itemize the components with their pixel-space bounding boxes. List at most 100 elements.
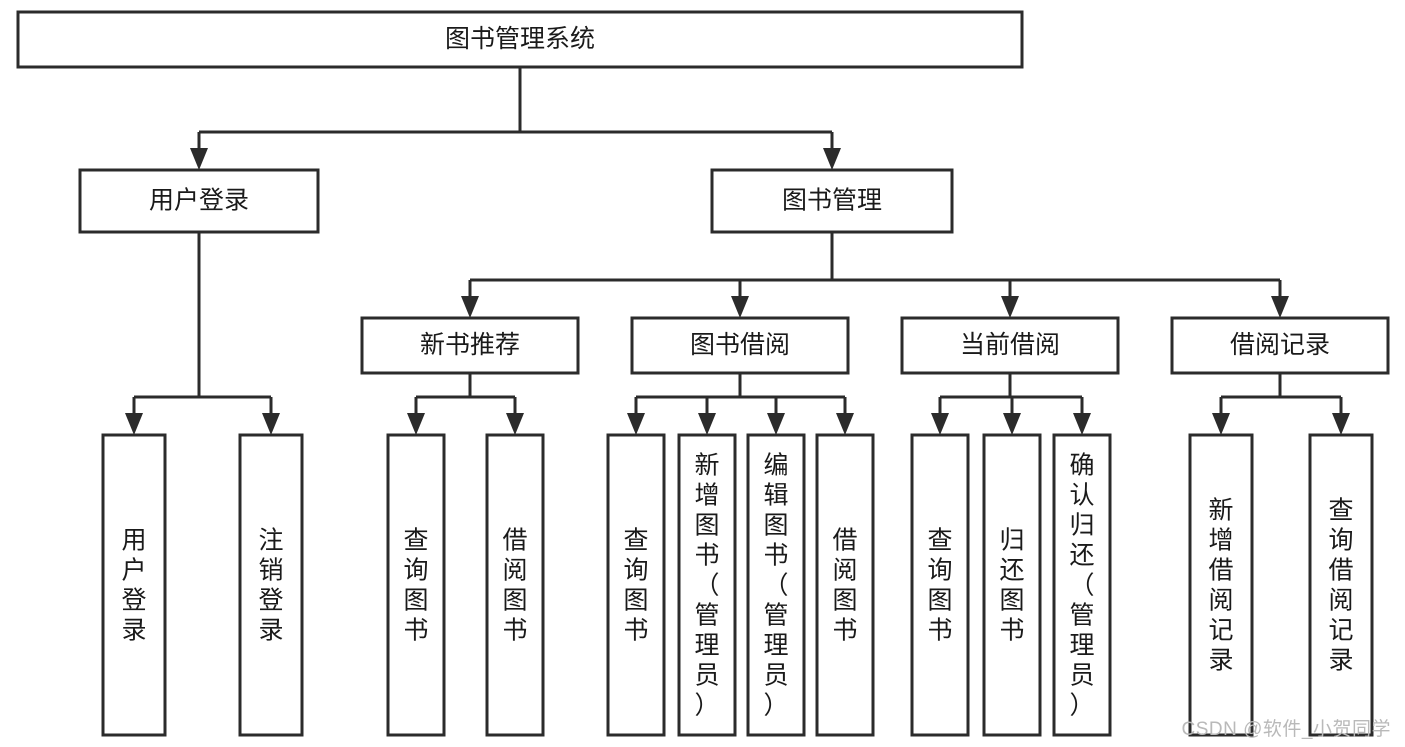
node-label-char: 借 bbox=[1208, 556, 1233, 584]
node-label-char: 还 bbox=[999, 556, 1024, 584]
node-label-char: 查 bbox=[927, 526, 952, 554]
node-label-char: ） bbox=[694, 691, 719, 719]
node-label-char: 注 bbox=[258, 526, 283, 554]
node-label-char: 图 bbox=[502, 586, 527, 614]
node-leaf-query-book-2[interactable]: 查询图书查询图书 bbox=[606, 433, 666, 737]
node-label-char: 销 bbox=[258, 556, 283, 584]
node-box bbox=[746, 433, 806, 737]
node-label-char: 借 bbox=[1328, 556, 1353, 584]
node-label-char: 户 bbox=[121, 556, 146, 584]
node-leaf-query-book-1[interactable]: 查询图书查询图书 bbox=[386, 433, 446, 737]
node-label-char: 增 bbox=[1208, 526, 1233, 554]
node-label-char: 书 bbox=[403, 616, 428, 644]
node-label-char: ） bbox=[1069, 691, 1094, 719]
node-label-char: 查 bbox=[623, 526, 648, 554]
node-label-char: 用 bbox=[121, 526, 146, 554]
node-box bbox=[1308, 433, 1374, 737]
node-label-char: 记 bbox=[1208, 616, 1233, 644]
node-label-char: 确 bbox=[1069, 451, 1094, 479]
node-leaf-user-login[interactable]: 用户登录用户登录 bbox=[101, 433, 167, 737]
node-label-char: 书 bbox=[832, 616, 857, 644]
node-label-char: 书 bbox=[502, 616, 527, 644]
node-label-char: 员 bbox=[694, 661, 719, 689]
node-l2-book-manage[interactable]: 图书管理 bbox=[710, 168, 954, 234]
node-leaf-return-book[interactable]: 归还图书归还图书 bbox=[982, 433, 1042, 737]
node-label-char: （ bbox=[763, 571, 788, 599]
node-label-char: 新 bbox=[694, 451, 719, 479]
node-label: 借阅记录 bbox=[1230, 331, 1330, 359]
node-box bbox=[1052, 433, 1112, 737]
node-label-char: （ bbox=[1069, 571, 1094, 599]
node-box bbox=[1170, 316, 1390, 375]
node-label-char: 询 bbox=[623, 556, 648, 584]
node-label-char: 图 bbox=[403, 586, 428, 614]
node-leaf-logout[interactable]: 注销登录注销登录 bbox=[238, 433, 304, 737]
node-label-char: 理 bbox=[1069, 631, 1094, 659]
node-label-char: 录 bbox=[1328, 646, 1353, 674]
node-label-char: 查 bbox=[403, 526, 428, 554]
node-leaf-query-book-3[interactable]: 查询图书查询图书 bbox=[910, 433, 970, 737]
node-label-char: 录 bbox=[1208, 646, 1233, 674]
node-root[interactable]: 图书管理系统 bbox=[16, 10, 1024, 69]
node-box bbox=[982, 433, 1042, 737]
node-label-char: 阅 bbox=[1208, 586, 1233, 614]
node-box bbox=[386, 433, 446, 737]
node-label: 当前借阅 bbox=[960, 331, 1060, 359]
node-label-char: 询 bbox=[403, 556, 428, 584]
node-leaf-borrow-book-2[interactable]: 借阅图书借阅图书 bbox=[815, 433, 875, 737]
node-label-char: 图 bbox=[999, 586, 1024, 614]
node-box bbox=[710, 168, 954, 234]
node-label-char: 录 bbox=[121, 616, 146, 644]
node-label-char: （ bbox=[694, 571, 719, 599]
node-label: 图书管理系统 bbox=[445, 25, 595, 53]
node-label-char: 阅 bbox=[502, 556, 527, 584]
node-label: 图书管理 bbox=[782, 187, 882, 215]
node-label-char: 图 bbox=[763, 511, 788, 539]
node-label-char: 图 bbox=[694, 511, 719, 539]
node-leaf-query-record[interactable]: 查询借阅记录查询借阅记录 bbox=[1308, 433, 1374, 737]
node-l3-new-book-rec[interactable]: 新书推荐 bbox=[360, 316, 580, 375]
node-box bbox=[485, 433, 545, 737]
node-label-char: 辑 bbox=[763, 481, 788, 509]
node-label-char: 询 bbox=[1328, 526, 1353, 554]
node-label-char: 员 bbox=[1069, 661, 1094, 689]
node-label-char: 管 bbox=[763, 601, 788, 629]
node-label-char: 归 bbox=[1069, 511, 1094, 539]
node-box bbox=[1188, 433, 1254, 737]
node-label-char: 登 bbox=[121, 586, 146, 614]
node-label: 用户登录 bbox=[149, 187, 249, 215]
node-box bbox=[101, 433, 167, 737]
node-label-char: 阅 bbox=[832, 556, 857, 584]
node-label-char: 书 bbox=[694, 541, 719, 569]
node-label-char: 书 bbox=[763, 541, 788, 569]
node-label-char: 查 bbox=[1328, 496, 1353, 524]
node-leaf-add-record[interactable]: 新增借阅记录新增借阅记录 bbox=[1188, 433, 1254, 737]
node-label-char: 阅 bbox=[1328, 586, 1353, 614]
node-layer: 图书管理系统用户登录图书管理新书推荐图书借阅当前借阅借阅记录用户登录用户登录注销… bbox=[16, 10, 1390, 737]
node-l3-book-borrow[interactable]: 图书借阅 bbox=[630, 316, 850, 375]
node-label-char: 管 bbox=[694, 601, 719, 629]
node-label: 新书推荐 bbox=[420, 331, 520, 359]
node-label-char: 增 bbox=[694, 481, 719, 509]
node-label-char: 管 bbox=[1069, 601, 1094, 629]
node-label-char: 编 bbox=[763, 451, 788, 479]
node-leaf-borrow-book-1[interactable]: 借阅图书借阅图书 bbox=[485, 433, 545, 737]
node-l3-current-borrow[interactable]: 当前借阅 bbox=[900, 316, 1120, 375]
node-label-char: 新 bbox=[1208, 496, 1233, 524]
edge-layer bbox=[125, 67, 1350, 435]
node-l2-user-login[interactable]: 用户登录 bbox=[78, 168, 320, 234]
node-box bbox=[238, 433, 304, 737]
node-label-char: 图 bbox=[927, 586, 952, 614]
node-label-char: 图 bbox=[623, 586, 648, 614]
node-l3-borrow-record[interactable]: 借阅记录 bbox=[1170, 316, 1390, 375]
node-label-char: 归 bbox=[999, 526, 1024, 554]
node-label-char: 图 bbox=[832, 586, 857, 614]
node-box bbox=[900, 316, 1120, 375]
node-box bbox=[677, 433, 737, 737]
node-box bbox=[16, 10, 1024, 69]
node-label-char: 还 bbox=[1069, 541, 1094, 569]
